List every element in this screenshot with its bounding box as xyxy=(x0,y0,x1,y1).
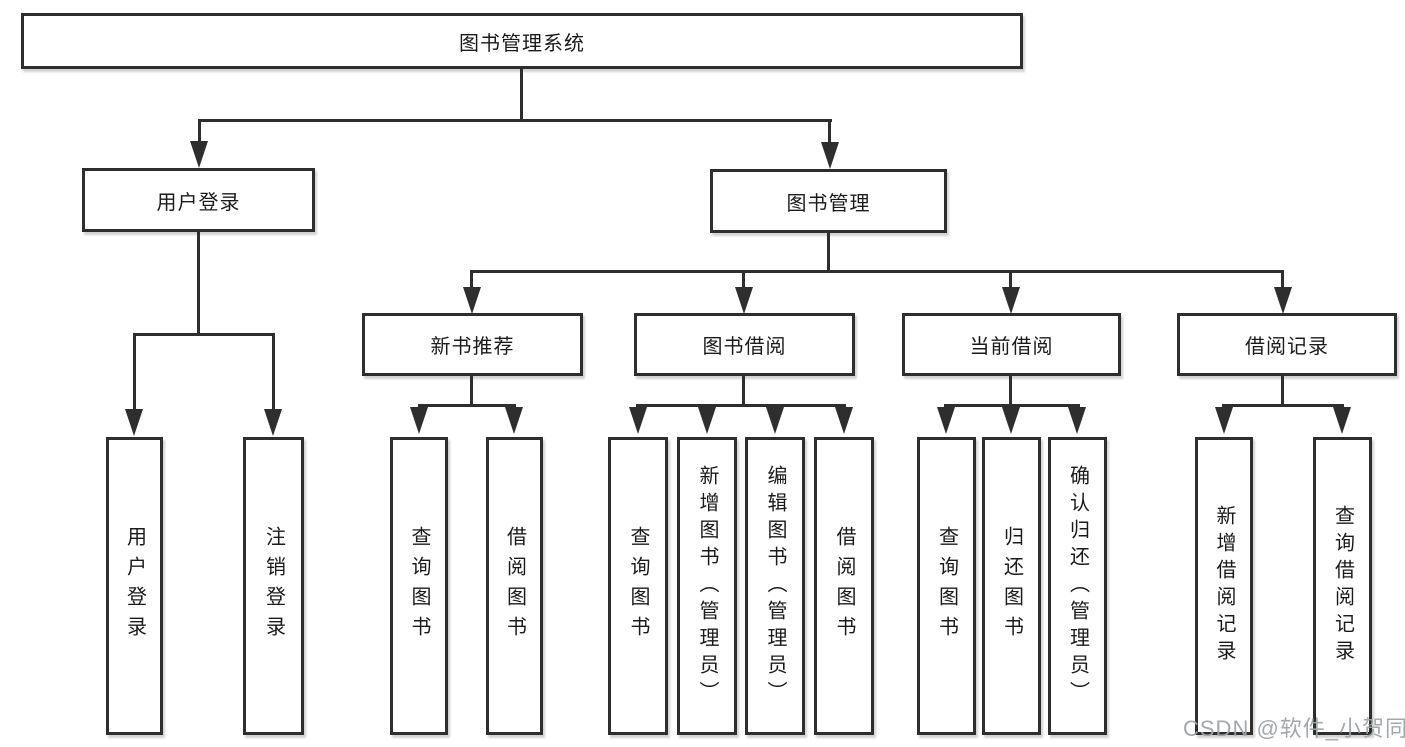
node-label: 归还图书 xyxy=(1000,526,1023,646)
arrow-down-icon xyxy=(937,407,955,434)
arrow-down-icon xyxy=(125,409,143,436)
node-book-management: 图书管理 xyxy=(710,169,947,233)
node-leaf-query-books: 查询图书 xyxy=(917,437,976,735)
edge-login-bar xyxy=(133,333,275,336)
node-label: 借阅图书 xyxy=(833,526,855,646)
arrow-down-icon xyxy=(629,407,647,434)
node-label: 新增借阅记录 xyxy=(1213,505,1235,667)
arrow-down-icon xyxy=(1215,407,1233,434)
arrow-down-icon xyxy=(463,287,481,314)
edge-current-bar xyxy=(944,404,1080,407)
edge-stem-login-leaf2 xyxy=(272,333,275,412)
node-borrow-records: 借阅记录 xyxy=(1177,313,1397,376)
node-new-book-recommend: 新书推荐 xyxy=(362,313,583,376)
edge-login-trunk xyxy=(197,232,200,336)
node-label: 确认归还（管理员） xyxy=(1066,464,1089,708)
arrow-down-icon xyxy=(1068,407,1086,434)
node-leaf-add-borrow-record: 新增借阅记录 xyxy=(1195,437,1253,735)
edge-stem-user-login xyxy=(198,119,201,145)
arrow-down-icon xyxy=(1002,287,1020,314)
node-label: 注销登录 xyxy=(262,526,285,646)
node-current-borrow: 当前借阅 xyxy=(902,313,1121,376)
node-leaf-return-books: 归还图书 xyxy=(982,437,1041,735)
edge-stem-borrow xyxy=(742,270,745,288)
node-leaf-query-books: 查询图书 xyxy=(608,437,668,735)
arrow-down-icon xyxy=(505,407,523,434)
node-leaf-query-books: 查询图书 xyxy=(390,437,448,735)
node-label: 查询借阅记录 xyxy=(1331,505,1354,667)
arrow-down-icon xyxy=(821,142,839,169)
edge-recommend-trunk xyxy=(470,376,473,407)
arrow-down-icon xyxy=(1274,287,1292,314)
node-label: 编辑图书（管理员） xyxy=(764,464,786,708)
arrow-down-icon xyxy=(190,141,208,168)
edge-mgmt-bar xyxy=(471,270,1284,273)
arrow-down-icon xyxy=(410,407,428,434)
node-label: 借阅图书 xyxy=(503,526,526,646)
node-leaf-borrow-books: 借阅图书 xyxy=(814,437,874,735)
edge-borrow-bar xyxy=(636,404,846,407)
edge-borrow-trunk xyxy=(742,376,745,407)
edge-stem-current xyxy=(1009,270,1012,288)
arrow-down-icon xyxy=(698,407,716,434)
csdn-watermark: CSDN @软件_小贺同学 xyxy=(1183,716,1405,741)
node-leaf-logout: 注销登录 xyxy=(243,437,304,735)
edge-stem-recommend xyxy=(470,270,473,288)
node-label: 新增图书（管理员） xyxy=(696,464,718,708)
node-user-login: 用户登录 xyxy=(82,168,315,232)
arrow-down-icon xyxy=(735,287,753,314)
node-leaf-user-login: 用户登录 xyxy=(106,437,163,735)
arrow-down-icon xyxy=(1333,407,1351,434)
edge-root-bar xyxy=(198,119,832,122)
edge-current-trunk xyxy=(1009,376,1012,407)
node-label: 用户登录 xyxy=(123,526,146,646)
node-leaf-edit-books-admin: 编辑图书（管理员） xyxy=(745,437,805,735)
node-root: 图书管理系统 xyxy=(21,13,1023,69)
edge-recommend-bar xyxy=(418,404,516,407)
edge-mgmt-trunk xyxy=(827,233,830,272)
node-leaf-borrow-books: 借阅图书 xyxy=(486,437,543,735)
edge-records-trunk xyxy=(1281,376,1284,407)
node-leaf-query-borrow-record: 查询借阅记录 xyxy=(1313,437,1372,735)
node-label: 查询图书 xyxy=(408,526,430,646)
arrow-down-icon xyxy=(1002,407,1020,434)
edge-stem-records xyxy=(1281,270,1284,288)
edge-records-bar xyxy=(1222,404,1344,407)
node-book-borrow: 图书借阅 xyxy=(634,313,855,376)
node-leaf-add-books-admin: 新增图书（管理员） xyxy=(677,437,737,735)
node-label: 查询图书 xyxy=(935,526,958,646)
arrow-down-icon xyxy=(835,407,853,434)
edge-stem-login-leaf1 xyxy=(133,333,136,412)
node-leaf-confirm-return-admin: 确认归还（管理员） xyxy=(1048,437,1107,735)
node-label: 查询图书 xyxy=(627,526,649,646)
arrow-down-icon xyxy=(264,409,282,436)
edge-stem-book-mgmt xyxy=(828,119,831,146)
arrow-down-icon xyxy=(766,407,784,434)
edge-root-trunk xyxy=(520,69,523,121)
